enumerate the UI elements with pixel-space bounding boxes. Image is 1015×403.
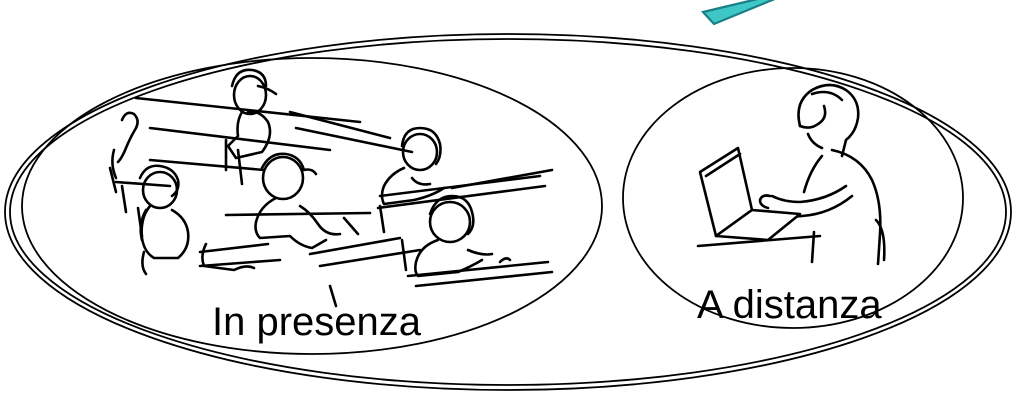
person-at-laptop-icon xyxy=(698,85,884,264)
classroom-icon xyxy=(110,70,552,306)
outer-ellipse-inner xyxy=(10,39,1006,385)
callout-tail xyxy=(703,0,782,24)
in-presenza-label: In presenza xyxy=(212,302,421,342)
outer-ellipse xyxy=(5,34,1011,390)
a-distanza-label: A distanza xyxy=(697,285,882,325)
